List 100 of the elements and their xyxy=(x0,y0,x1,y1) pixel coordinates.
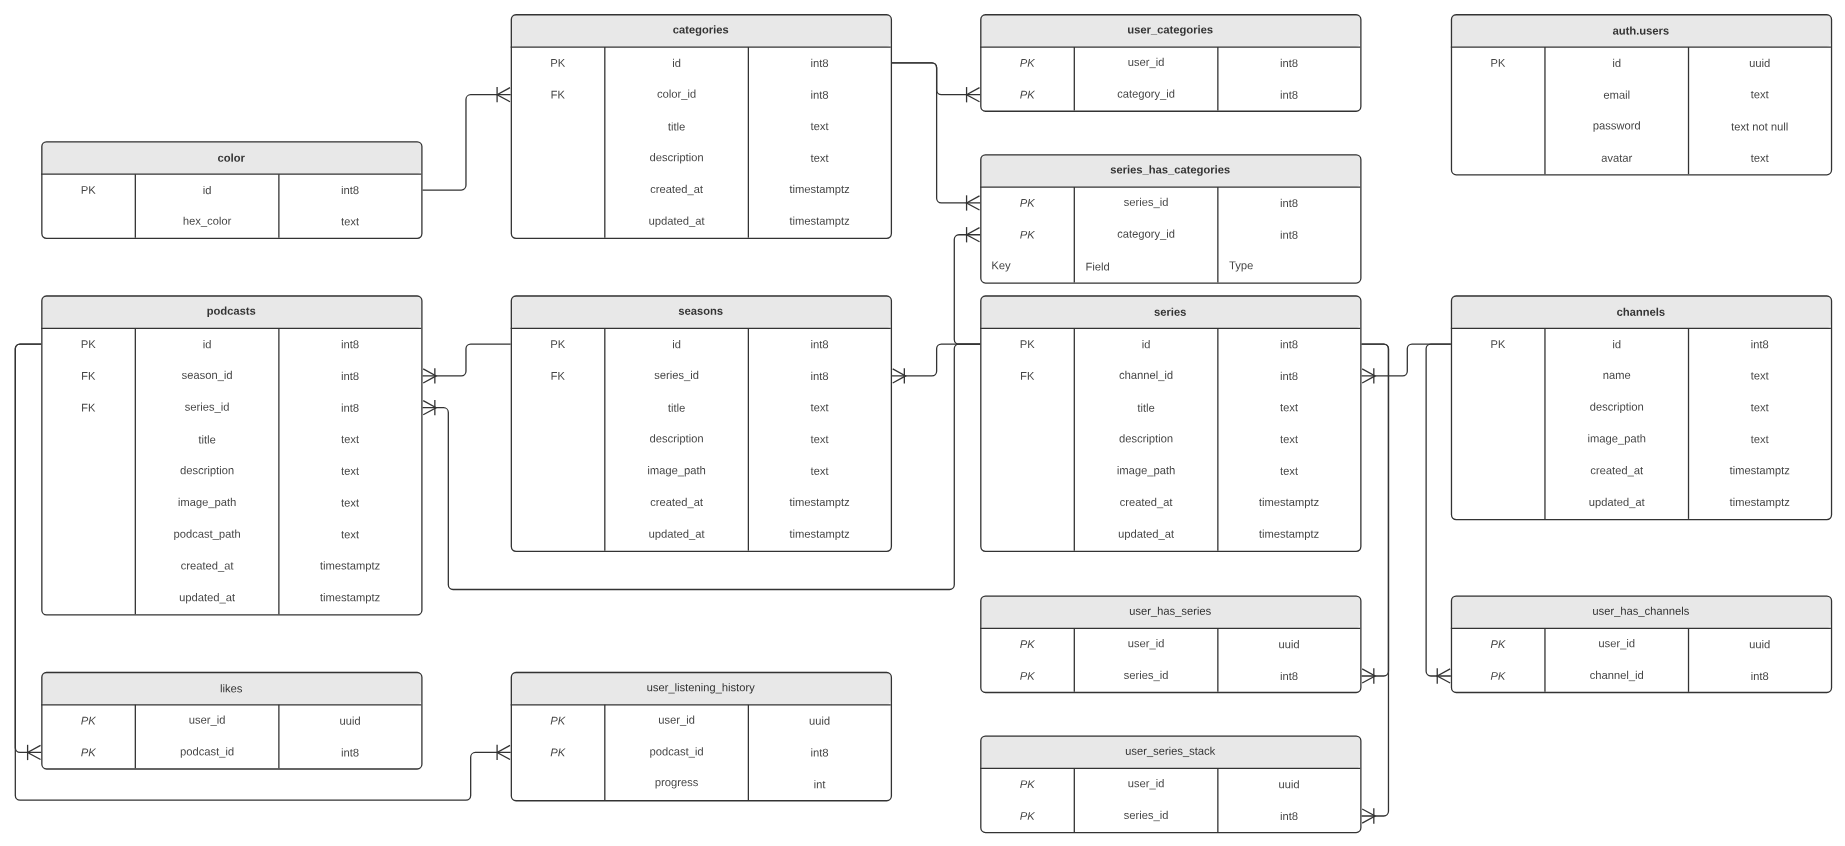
field-type: int8 xyxy=(1280,371,1298,381)
field-type: int8 xyxy=(811,58,829,68)
field-name: description xyxy=(1119,434,1173,445)
field-type: int8 xyxy=(811,371,829,381)
field-name: podcast_id xyxy=(180,747,234,758)
field-type: timestamptz xyxy=(789,184,850,196)
field-name: Field xyxy=(1086,262,1110,271)
field-type: text xyxy=(810,467,829,475)
field-name: image_path xyxy=(1588,434,1646,445)
field-type: int8 xyxy=(1751,671,1769,681)
field-name: progress xyxy=(655,780,698,789)
field-name: avatar xyxy=(1601,154,1633,162)
table-title: user_has_channels xyxy=(1593,606,1689,617)
field-name: title xyxy=(198,435,216,444)
table-title: podcasts xyxy=(207,306,256,317)
field-type: int8 xyxy=(341,185,359,195)
field-type: int8 xyxy=(341,403,359,412)
field-type: timestamptz xyxy=(320,561,380,572)
entity-table xyxy=(40,671,423,770)
field-type: timestamptz xyxy=(789,497,850,509)
field-type: text xyxy=(1750,435,1769,444)
field-type: text xyxy=(1750,372,1769,380)
field-name: created_at xyxy=(650,184,703,196)
field-name: id xyxy=(673,340,681,349)
relationship-line xyxy=(421,343,981,591)
key-label: PK xyxy=(81,716,97,725)
field-type: int8 xyxy=(1751,340,1769,349)
field-name: updated_at xyxy=(1118,529,1174,540)
table-title: series xyxy=(1154,307,1186,316)
entity-table xyxy=(979,735,1362,834)
key-label: PK xyxy=(1490,640,1506,649)
key-label: PK xyxy=(81,748,97,757)
entity-table xyxy=(40,141,423,239)
key-label: PK xyxy=(1020,230,1036,239)
field-type: int8 xyxy=(1280,230,1298,239)
entity-table xyxy=(979,295,1362,552)
field-type: timestamptz xyxy=(1729,497,1790,509)
field-name: id xyxy=(203,185,211,195)
entity-table xyxy=(510,671,893,802)
field-name: id xyxy=(1142,340,1150,349)
field-type: text xyxy=(810,122,829,131)
entity-table xyxy=(979,14,1362,112)
key-label: PK xyxy=(1020,672,1036,680)
key-label: FK xyxy=(551,90,565,99)
field-type: text xyxy=(1750,404,1769,412)
key-label: PK xyxy=(551,340,566,348)
relationship-line xyxy=(1425,343,1452,685)
key-label: Key xyxy=(992,261,1011,272)
field-type: text xyxy=(1280,435,1298,444)
table-title: series_has_categories xyxy=(1110,165,1230,176)
field-type: int8 xyxy=(811,340,829,349)
field-name: id xyxy=(203,340,211,349)
entity-table xyxy=(1450,595,1833,694)
field-type: text xyxy=(341,435,359,444)
field-type: timestamptz xyxy=(1729,466,1790,477)
relationship-line xyxy=(14,343,512,801)
field-type: text xyxy=(341,467,359,475)
field-type: timestamptz xyxy=(789,216,850,227)
key-label: FK xyxy=(82,403,96,412)
field-type: int8 xyxy=(341,748,359,757)
field-type: Type xyxy=(1229,261,1253,272)
entity-table xyxy=(510,14,893,239)
field-type: timestamptz xyxy=(1259,529,1319,540)
field-name: season_id xyxy=(181,370,232,382)
field-name: series_id xyxy=(1124,670,1168,682)
field-type: uuid xyxy=(1279,640,1299,649)
field-name: title xyxy=(668,122,685,131)
field-type: text xyxy=(810,435,829,444)
field-name: id xyxy=(673,58,681,68)
field-type: text xyxy=(810,404,829,412)
field-type: int8 xyxy=(341,371,359,381)
key-label: PK xyxy=(550,748,566,757)
field-type: int8 xyxy=(1280,90,1298,99)
field-name: series_id xyxy=(654,370,699,382)
field-name: podcast_path xyxy=(174,529,240,540)
field-name: updated_at xyxy=(649,529,705,540)
key-label: PK xyxy=(1020,340,1035,348)
field-name: user_id xyxy=(1128,779,1164,790)
field-name: user_id xyxy=(189,715,225,726)
field-name: created_at xyxy=(650,497,703,509)
field-type: uuid xyxy=(809,716,830,725)
field-name: description xyxy=(650,153,703,164)
field-type: text xyxy=(1750,154,1769,162)
field-type: int8 xyxy=(341,340,359,349)
field-name: image_path xyxy=(178,497,236,509)
field-name: id xyxy=(1613,58,1621,68)
key-label: PK xyxy=(1020,640,1036,649)
field-name: updated_at xyxy=(179,593,235,604)
field-type: timestamptz xyxy=(789,529,850,540)
field-name: category_id xyxy=(1117,89,1175,100)
field-name: series_id xyxy=(185,402,229,413)
field-name: image_path xyxy=(1117,466,1175,477)
field-name: id xyxy=(1613,340,1621,349)
table-title: auth.users xyxy=(1612,26,1669,35)
field-name: series_id xyxy=(1124,197,1168,209)
field-type: int8 xyxy=(1280,671,1298,681)
table-title: user_series_stack xyxy=(1125,746,1216,758)
key-label: FK xyxy=(551,372,565,380)
key-label: PK xyxy=(1490,672,1506,680)
field-name: updated_at xyxy=(649,216,705,227)
